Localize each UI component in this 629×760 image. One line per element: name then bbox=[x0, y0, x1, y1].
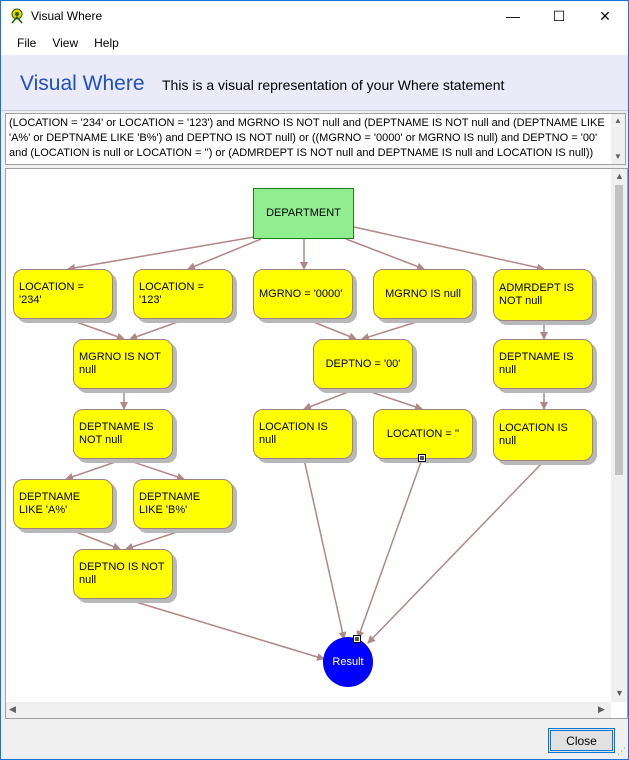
connector-handle-icon[interactable] bbox=[418, 454, 426, 462]
title-bar: Visual Where — ☐ ✕ bbox=[1, 1, 628, 31]
node-mgrno-0000[interactable]: MGRNO = '0000' bbox=[253, 269, 353, 319]
node-mgrno-is-null[interactable]: MGRNO IS null bbox=[373, 269, 473, 319]
edge bbox=[361, 388, 423, 411]
edge bbox=[353, 226, 545, 272]
edge bbox=[187, 238, 262, 271]
window-title: Visual Where bbox=[31, 9, 103, 23]
scroll-down-icon[interactable]: ▼ bbox=[615, 688, 624, 698]
edge bbox=[129, 318, 187, 341]
edge bbox=[356, 458, 423, 639]
where-statement-text: (LOCATION = '234' or LOCATION = '123') a… bbox=[9, 117, 605, 159]
where-statement-box[interactable]: (LOCATION = '234' or LOCATION = '123') a… bbox=[5, 113, 626, 165]
app-icon bbox=[11, 8, 23, 24]
node-location-is-null-2[interactable]: LOCATION IS null bbox=[493, 409, 593, 461]
edge bbox=[305, 318, 357, 341]
edge bbox=[125, 528, 187, 551]
close-button[interactable]: Close bbox=[548, 728, 615, 753]
node-deptno-not-null[interactable]: DEPTNO IS NOT null bbox=[73, 549, 173, 599]
node-location-123[interactable]: LOCATION = '123' bbox=[133, 269, 233, 319]
node-deptno-00[interactable]: DEPTNO = '00' bbox=[313, 339, 413, 389]
maximize-button[interactable]: ☐ bbox=[552, 7, 566, 24]
scroll-up-icon[interactable]: ▲ bbox=[615, 171, 624, 181]
edge bbox=[345, 238, 425, 271]
node-location-empty[interactable]: LOCATION = '' bbox=[373, 409, 473, 459]
edge bbox=[367, 460, 545, 644]
scroll-up-icon[interactable]: ▲ bbox=[614, 116, 622, 125]
connector-handle-icon[interactable] bbox=[353, 635, 361, 643]
menu-view[interactable]: View bbox=[52, 36, 79, 50]
menu-file[interactable]: File bbox=[17, 36, 37, 50]
canvas-horizontal-scrollbar[interactable]: ◀ ▶ bbox=[6, 702, 611, 718]
close-window-button[interactable]: ✕ bbox=[599, 7, 611, 24]
menu-bar: File View Help bbox=[1, 31, 628, 55]
edge bbox=[67, 528, 121, 551]
edge bbox=[67, 236, 255, 272]
node-result[interactable]: Result bbox=[323, 637, 373, 687]
scroll-down-icon[interactable]: ▼ bbox=[614, 152, 622, 161]
menu-help[interactable]: Help bbox=[94, 36, 119, 50]
edge bbox=[361, 318, 427, 341]
node-department[interactable]: DEPARTMENT bbox=[253, 188, 354, 239]
canvas-vertical-scrollbar[interactable]: ▲ ▼ bbox=[611, 169, 627, 702]
node-location-234[interactable]: LOCATION = '234' bbox=[13, 269, 113, 319]
node-deptname-not-null[interactable]: DEPTNAME IS NOT null bbox=[73, 409, 173, 459]
edge bbox=[123, 458, 185, 481]
diagram-canvas[interactable]: DEPARTMENT LOCATION = '234' LOCATION = '… bbox=[5, 168, 628, 719]
edge bbox=[125, 598, 325, 661]
node-deptname-like-b[interactable]: DEPTNAME LIKE 'B%' bbox=[133, 479, 233, 529]
edge bbox=[65, 458, 125, 481]
node-location-is-null[interactable]: LOCATION IS null bbox=[253, 409, 353, 459]
scroll-left-icon[interactable]: ◀ bbox=[9, 704, 16, 714]
vertical-scroll-thumb[interactable] bbox=[615, 185, 623, 475]
header-banner: Visual Where This is a visual representa… bbox=[1, 55, 628, 111]
edge bbox=[303, 388, 357, 411]
edges-layer bbox=[65, 226, 548, 661]
scroll-right-icon[interactable]: ▶ bbox=[598, 704, 605, 714]
edge bbox=[67, 318, 125, 341]
resize-grip-icon[interactable]: ⋰ bbox=[617, 746, 626, 756]
node-deptname-is-null[interactable]: DEPTNAME IS null bbox=[493, 339, 593, 389]
minimize-button[interactable]: — bbox=[506, 8, 520, 24]
node-deptname-like-a[interactable]: DEPTNAME LIKE 'A%' bbox=[13, 479, 113, 529]
edge bbox=[303, 458, 347, 640]
banner-title: Visual Where bbox=[20, 72, 145, 95]
node-mgrno-not-null[interactable]: MGRNO IS NOT null bbox=[73, 339, 173, 389]
node-admrdept-not-null[interactable]: ADMRDEPT IS NOT null bbox=[493, 269, 593, 321]
where-scrollbar[interactable]: ▲ ▼ bbox=[611, 114, 625, 164]
banner-subtitle: This is a visual representation of your … bbox=[162, 77, 505, 93]
